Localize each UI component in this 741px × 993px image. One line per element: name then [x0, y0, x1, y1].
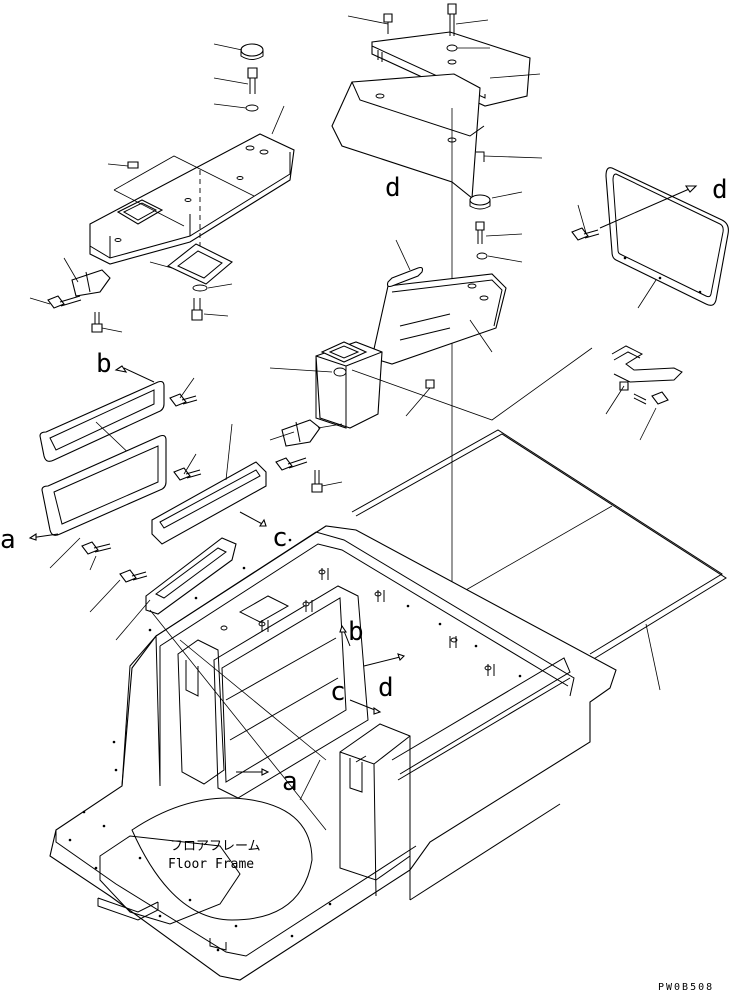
left-lever-boot	[89, 537, 237, 641]
left-console-cover	[89, 105, 295, 265]
left-bracket-bolts	[29, 257, 123, 333]
callout-a-left: a	[0, 525, 16, 555]
cap-bolt-washer-right	[469, 191, 523, 263]
callout-c-frame: c	[330, 677, 346, 707]
callout-c-left: c	[272, 523, 288, 553]
gasket-c: c	[151, 423, 288, 553]
center-bracket-bolts	[269, 419, 343, 493]
center-console	[269, 239, 593, 429]
floor-frame-label-jp: フロアフレーム	[170, 839, 261, 854]
drawing-code: PW0B508	[658, 982, 714, 993]
center-cover-part: d	[331, 73, 543, 203]
left-gasket-and-fasteners	[149, 243, 233, 321]
callout-b-left: b	[96, 349, 112, 379]
right-side-panel: d	[571, 167, 729, 309]
callout-d-cover: d	[385, 173, 401, 203]
callout-d-right: d	[712, 175, 728, 205]
left-panel-b: b	[39, 349, 198, 462]
left-panel-a: a	[0, 434, 202, 571]
right-lock-lever	[605, 345, 683, 441]
floor-frame: b d c a	[49, 525, 617, 981]
left-cap-bolt-washer	[213, 43, 264, 112]
callout-d-frame: d	[378, 673, 394, 703]
callout-b-frame: b	[348, 617, 364, 647]
callout-a-frame: a	[282, 767, 298, 797]
floor-frame-label-en: Floor Frame	[168, 857, 254, 872]
weatherstrip	[351, 429, 727, 691]
